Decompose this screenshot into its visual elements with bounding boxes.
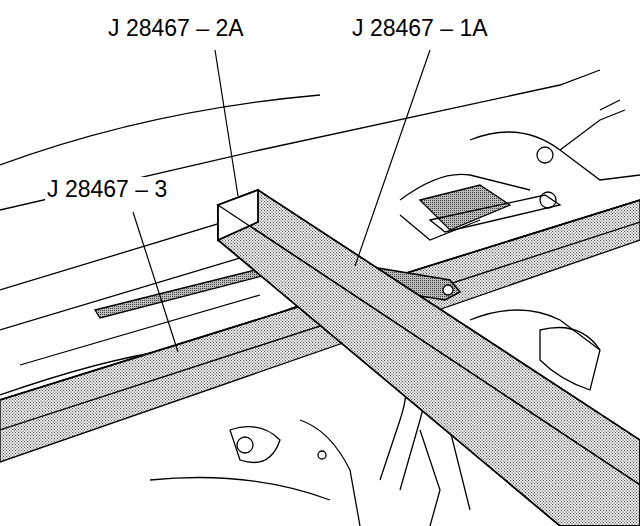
part-label: J 28467 – 3	[45, 177, 169, 202]
part-label: J 28467 – 1A	[350, 16, 490, 41]
part-label: J 28467 – 2A	[106, 16, 246, 41]
